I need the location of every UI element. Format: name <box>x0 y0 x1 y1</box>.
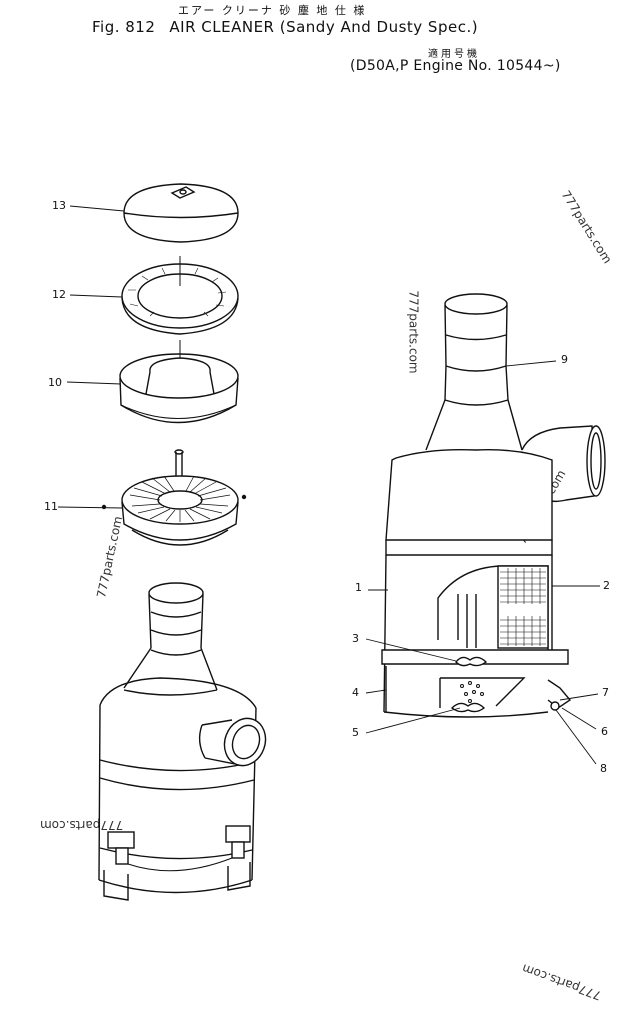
precleaner-part-10 <box>119 340 239 424</box>
callout-4: 4 <box>352 686 359 699</box>
callout-10: 10 <box>48 376 62 389</box>
figure-heading: Fig. 812 AIR CLEANER (Sandy And Dusty Spe… <box>92 18 478 36</box>
figure-title: AIR CLEANER (Sandy And Dusty Spec.) <box>169 18 479 36</box>
cover-cap-part-13 <box>123 183 239 243</box>
callout-6: 6 <box>601 725 608 738</box>
applicability-note: (D50A,P Engine No. 10544~) <box>350 58 561 74</box>
gasket-ring-part-12 <box>121 256 239 335</box>
callout-7: 7 <box>602 686 609 699</box>
callout-9: 9 <box>561 353 568 366</box>
callout-13: 13 <box>52 199 66 212</box>
callout-3: 3 <box>352 632 359 645</box>
japanese-title: エアー クリーナ 砂 塵 地 仕 様 <box>178 4 367 17</box>
callout-2: 2 <box>603 579 610 592</box>
applicability-jp: 適用号機 <box>428 49 480 60</box>
callout-8: 8 <box>600 762 607 775</box>
figure-number: Fig. 812 <box>92 18 156 36</box>
vane-element-part-11 <box>101 449 247 546</box>
main-body-cutaway-right <box>381 293 606 718</box>
main-body-left <box>98 582 267 901</box>
callout-5: 5 <box>352 726 359 739</box>
leader-lines <box>57 205 600 765</box>
callout-1: 1 <box>355 581 362 594</box>
callout-11: 11 <box>44 500 58 513</box>
callout-12: 12 <box>52 288 66 301</box>
